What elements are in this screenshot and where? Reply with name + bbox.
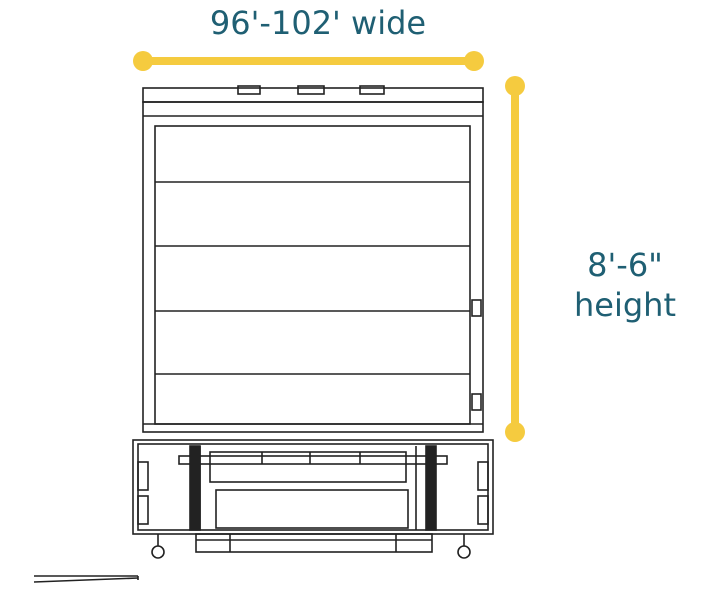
height-dimension-value: 8'-6" (587, 246, 663, 284)
width-dimension-label: 96'-102' wide (209, 4, 427, 42)
shelves (155, 181, 470, 375)
case-top-cap (142, 85, 484, 103)
height-dimension-bar (505, 76, 525, 442)
case-frame (142, 101, 484, 433)
base-cabinet (132, 439, 494, 553)
width-dimension-bar (133, 51, 484, 71)
caster-wheel (457, 545, 471, 559)
casters (151, 534, 471, 559)
caster-wheel (151, 545, 165, 559)
height-dimension-word: height (574, 286, 676, 324)
floor-ramp (33, 575, 139, 583)
